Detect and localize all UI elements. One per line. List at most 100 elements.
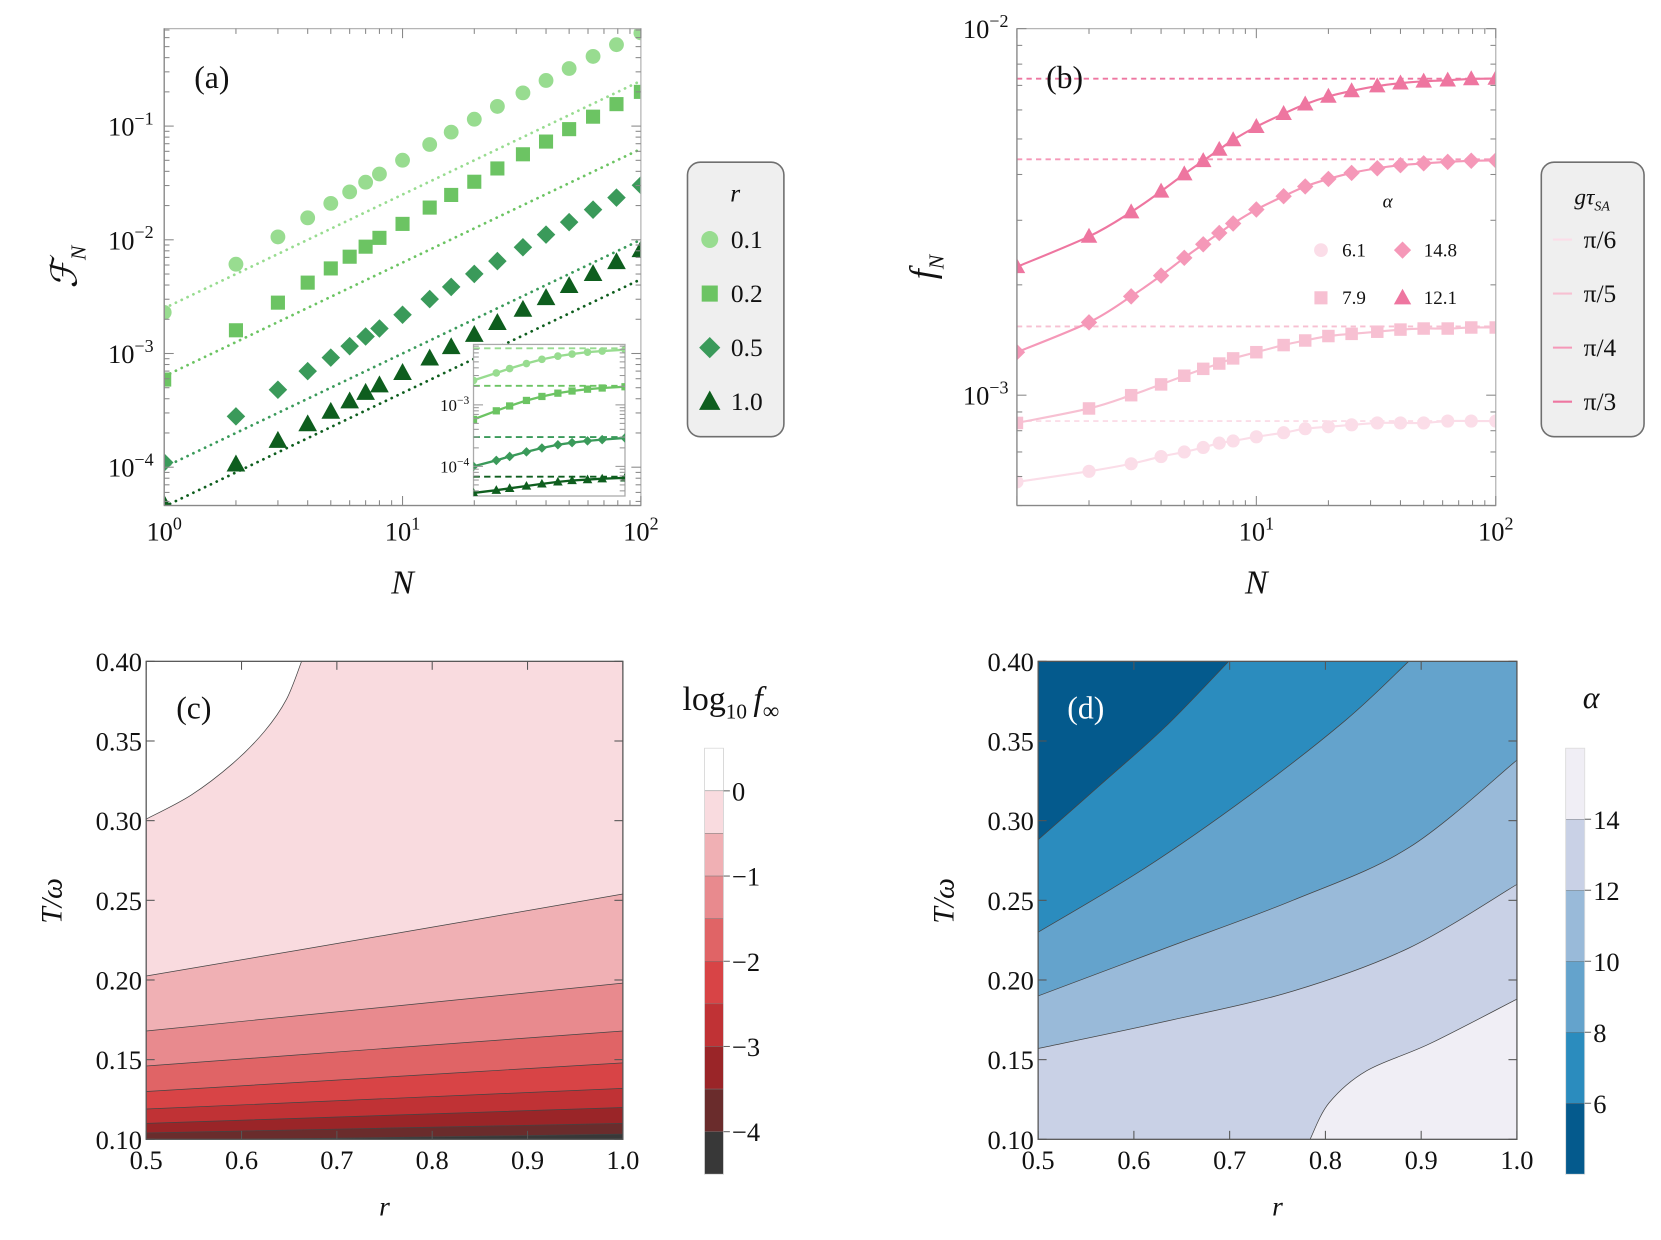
y-tick-label: 0.25: [96, 886, 142, 916]
data-point: [1016, 343, 1026, 361]
data-point: [1213, 357, 1226, 370]
inset-data-point: [553, 439, 563, 450]
inset-data-point: [553, 476, 563, 486]
data-point: [1345, 327, 1358, 341]
tick-base: 10: [623, 517, 649, 547]
x-axis-label: N: [1244, 564, 1270, 601]
data-point: [1226, 352, 1240, 365]
data-point: [515, 85, 531, 101]
data-point: [441, 277, 461, 297]
colorbar-tick-label: 0: [732, 776, 745, 806]
contour-line: [1038, 661, 1229, 841]
contour-line: [1309, 998, 1517, 1140]
inset-data-point: [492, 369, 501, 377]
data-point: [323, 261, 338, 276]
data-point: [1462, 70, 1480, 86]
y-tick-label: 0.10: [96, 1125, 142, 1155]
label-subscript: SA: [1594, 199, 1610, 214]
data-point: [1369, 160, 1386, 177]
data-point: [536, 288, 556, 306]
data-point: [561, 61, 577, 76]
legend-entry-label: 7.9: [1342, 288, 1366, 309]
data-point: [1124, 457, 1138, 471]
data-point: [490, 161, 505, 176]
x-tick-label: 0.7: [320, 1145, 353, 1175]
inset-data-point: [504, 451, 515, 462]
y-tick-label: 0.35: [96, 727, 142, 757]
data-point: [585, 49, 601, 64]
data-point: [1345, 418, 1359, 432]
inset-data-point: [583, 348, 592, 356]
legend-entry-label: 0.1: [731, 226, 763, 254]
contour-region: [146, 661, 302, 820]
tick-exponent: 1: [411, 513, 420, 533]
legend-entry-label: 6.1: [1342, 240, 1366, 261]
data-point: [300, 210, 316, 226]
colorbar-band: [704, 748, 724, 792]
inset-series-line: [473, 436, 625, 468]
data-point: [1487, 152, 1496, 169]
data-point: [342, 184, 358, 200]
tick-exponent: 2: [1504, 513, 1513, 533]
contour-line: [146, 1107, 623, 1124]
colorbar-title: α: [1583, 680, 1601, 715]
data-point: [515, 147, 530, 162]
legend-title: α: [1383, 192, 1394, 213]
colorbar-band: [704, 1003, 724, 1047]
y-tick-label: 0.25: [988, 886, 1034, 916]
inset-data-point: [538, 355, 546, 364]
contour-line: [146, 893, 623, 977]
tick-exponent: −3: [989, 378, 1008, 398]
colorbar-tick-label: 12: [1593, 876, 1619, 906]
data-point: [1392, 74, 1409, 90]
legend-marker-square: [1314, 291, 1328, 305]
y-tick-label: 0.15: [96, 1045, 142, 1075]
inset-data-point: [492, 407, 500, 415]
inset-data-point: [473, 415, 478, 424]
inset-data-point: [537, 478, 547, 488]
tick-base: 10: [440, 396, 457, 415]
x-tick-label: 0.6: [1117, 1145, 1150, 1175]
data-point: [464, 325, 484, 342]
data-point: [1176, 165, 1193, 181]
x-tick-label: 0.9: [511, 1145, 544, 1175]
colorbar-band: [1565, 748, 1585, 820]
data-point: [1464, 414, 1478, 428]
panel-label: (a): [194, 60, 229, 95]
data-point: [609, 97, 624, 112]
contour-region: [1038, 661, 1229, 840]
asymptotic-dotted-line: [164, 238, 641, 469]
data-point: [1122, 288, 1140, 305]
legend-marker-triangle: [699, 390, 721, 410]
data-point: [370, 319, 389, 338]
inset-data-point: [620, 433, 625, 443]
tick-base: 10: [963, 14, 989, 44]
inset-data-point: [554, 352, 562, 360]
inset-data-point: [567, 437, 577, 448]
y-axis-label: T/ω: [36, 878, 68, 924]
data-point: [1441, 414, 1455, 428]
contour-line: [146, 1123, 623, 1134]
data-point: [609, 37, 624, 53]
plot-area-d: [1038, 661, 1517, 1140]
y-tick-label: 0.15: [988, 1045, 1034, 1075]
inset-data-point: [491, 485, 502, 494]
legend-entry-label: π/6: [1584, 226, 1617, 254]
inset-data-point: [473, 376, 478, 385]
data-point: [1439, 71, 1456, 87]
contour-line: [1038, 884, 1517, 1049]
legend-entry-label: 1.0: [731, 388, 763, 416]
data-point: [466, 111, 482, 127]
legend-box: [1540, 161, 1645, 438]
plot-area-c: [146, 661, 623, 1140]
y-tick-label: 0.30: [96, 806, 142, 836]
inset-data-point: [582, 436, 593, 446]
data-point: [1370, 416, 1384, 430]
x-tick-label: 1.0: [606, 1145, 639, 1175]
legend-marker-diamond: [1393, 241, 1412, 259]
data-point: [1320, 87, 1337, 103]
inset-data-point: [491, 455, 502, 466]
contour-region: [146, 661, 623, 977]
